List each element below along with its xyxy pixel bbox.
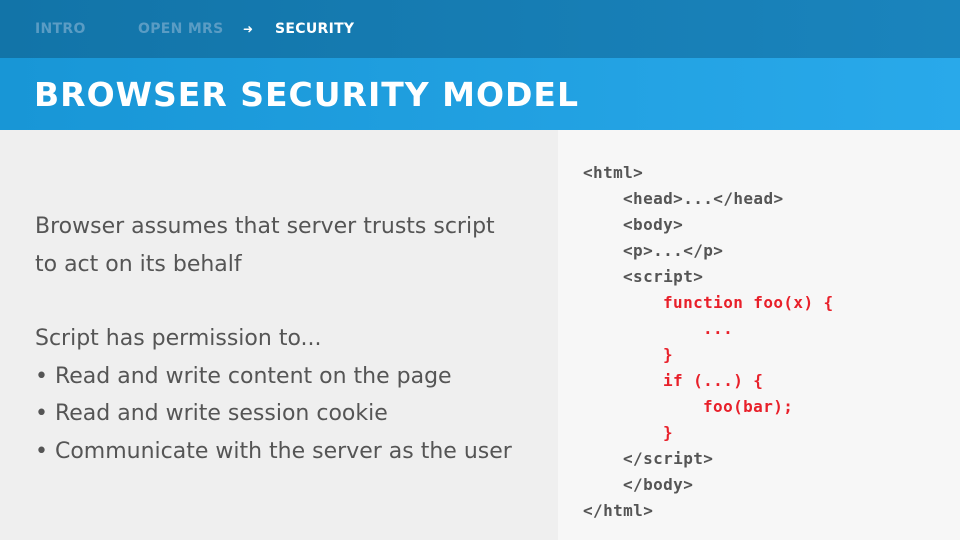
section-nav: INTRO OPEN MRS ➜ SECURITY — [0, 0, 960, 58]
code-line: <body> — [623, 215, 684, 234]
slide-title: BROWSER SECURITY MODEL — [34, 75, 579, 114]
lead-text: Script has permission to... — [35, 326, 322, 351]
code-line: ... — [703, 319, 734, 338]
code-line: <p>...</p> — [623, 241, 724, 260]
code-line: if (...) { — [663, 371, 764, 390]
arrow-right-icon: ➜ — [243, 22, 254, 36]
code-line: function foo(x) { — [663, 293, 834, 312]
nav-item-intro[interactable]: INTRO — [35, 21, 86, 37]
code-panel: <html> <head>...</head> <body> <p>...</p> <s… — [558, 130, 960, 540]
code-line: </html> — [583, 501, 654, 520]
nav-item-security[interactable]: SECURITY — [275, 21, 355, 37]
bullet-item: • Communicate with the server as the use… — [35, 438, 512, 464]
nav-item-open-mrs[interactable]: OPEN MRS — [138, 21, 224, 37]
code-line: } — [663, 345, 674, 364]
code-line: foo(bar); — [703, 397, 794, 416]
code-block: <html> <head>...</head> <body> <p>...</p> <s… — [583, 160, 834, 524]
intro-line: Browser assumes that server trusts scrip… — [35, 214, 495, 239]
code-line: } — [663, 423, 674, 442]
bullet-item: • Read and write content on the page — [35, 363, 452, 389]
code-line: <script> — [623, 267, 704, 286]
intro-line: to act on its behalf — [35, 251, 242, 277]
code-line: </body> — [623, 475, 694, 494]
code-line: <head>...</head> — [623, 189, 784, 208]
code-line: <html> — [583, 163, 644, 182]
slide-body: Browser assumes that server trusts scrip… — [35, 208, 512, 470]
bullet-item: • Read and write session cookie — [35, 401, 388, 426]
code-line: </script> — [623, 449, 714, 468]
title-bar: BROWSER SECURITY MODEL — [0, 58, 960, 130]
